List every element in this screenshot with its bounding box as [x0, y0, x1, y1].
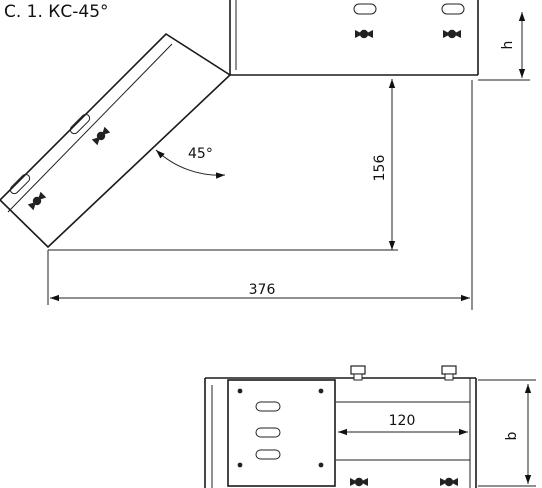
length-376-label: 376 — [249, 282, 276, 298]
connection-side-view: 120 b — [204, 365, 536, 488]
wing-nut-icon — [355, 29, 373, 39]
offset-156-label: 156 — [372, 155, 388, 182]
bolt-icon — [350, 365, 366, 381]
wing-nut-icon — [27, 191, 47, 211]
bend-top-view: 45° 156 h 376 — [0, 0, 530, 310]
spacing-120-label: 120 — [389, 413, 416, 429]
drawing-title: С. 1. КС-45° — [4, 2, 109, 22]
width-b-label: b — [504, 431, 520, 440]
connection-plate — [227, 379, 336, 487]
wing-nut-icon — [91, 126, 111, 146]
straight-tray-section — [229, 0, 479, 76]
wing-nut-icon — [440, 477, 458, 487]
angle-label: 45° — [188, 146, 213, 162]
bolt-icon — [441, 365, 457, 381]
wing-nut-icon — [443, 29, 461, 39]
angled-tray-section — [0, 32, 232, 249]
wing-nut-icon — [350, 477, 368, 487]
height-h-label: h — [500, 41, 516, 50]
